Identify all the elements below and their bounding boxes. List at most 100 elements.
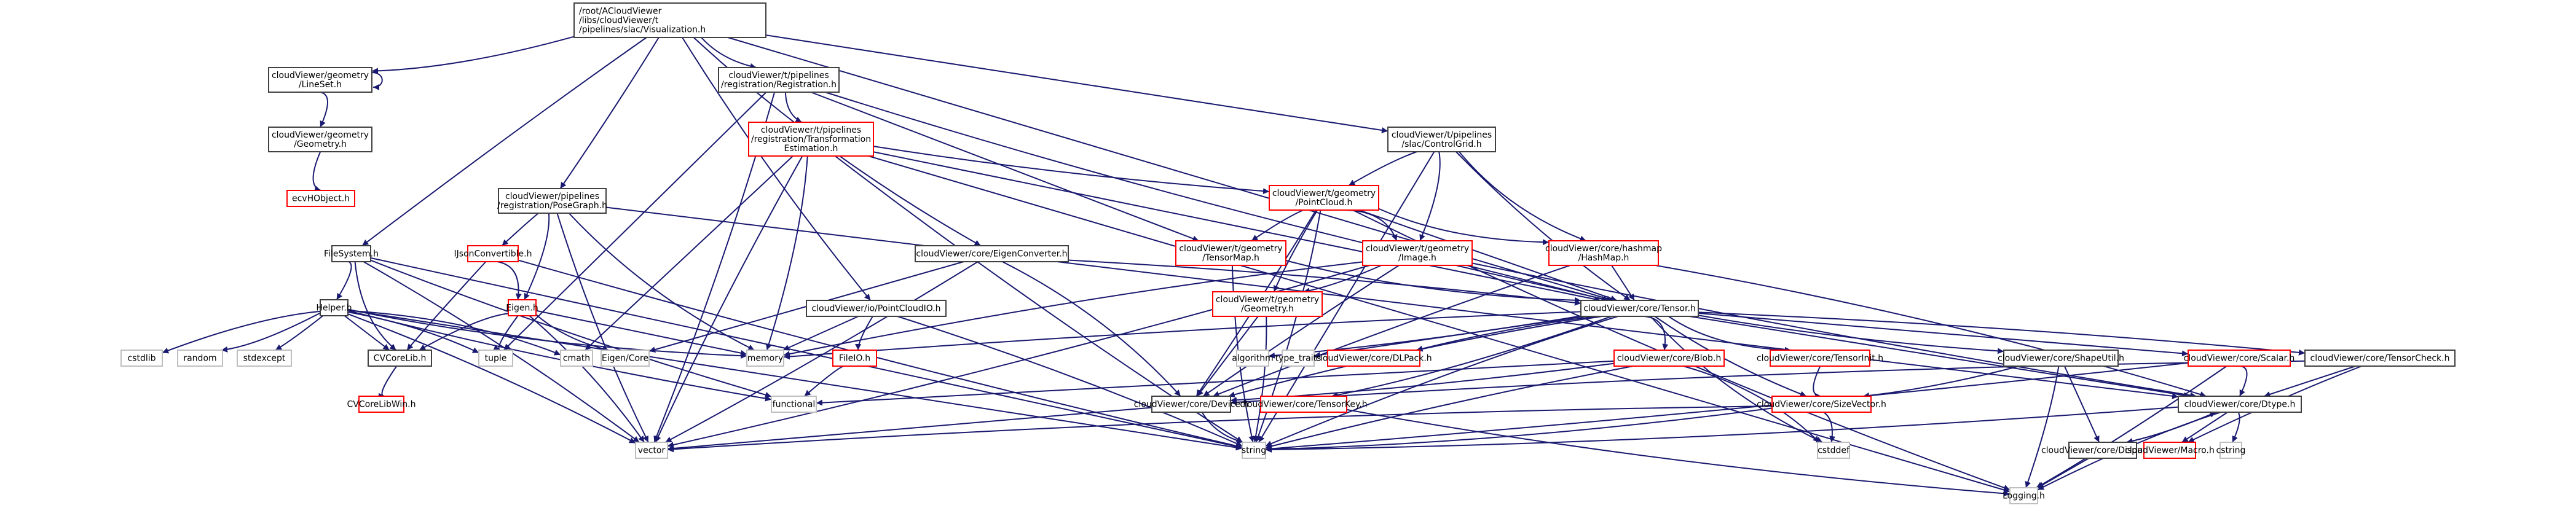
node-hashmap-box[interactable] (1548, 240, 1659, 266)
node-registration[interactable]: cloudViewer/t/pipelines/registration/Reg… (718, 67, 840, 93)
node-ecvhobject-box[interactable] (286, 190, 355, 207)
node-typetraits[interactable]: type_traits (1275, 350, 1321, 367)
node-cstddef[interactable]: cstddef (1817, 442, 1850, 459)
node-lineset[interactable]: cloudViewer/geometry/LineSet.h (268, 67, 372, 93)
node-cstdlib[interactable]: cstdlib (120, 350, 163, 367)
node-memory[interactable]: memory (746, 350, 784, 367)
node-dlpack[interactable]: cloudViewer/core/DLPack.h (1315, 350, 1432, 367)
node-memory-box[interactable] (746, 350, 784, 367)
node-posegraph[interactable]: cloudViewer/pipelines/registration/PoseG… (497, 188, 607, 214)
node-fileio-box[interactable] (832, 350, 877, 367)
node-helper[interactable]: Helper.h (316, 299, 352, 316)
node-eigen-box[interactable] (508, 299, 537, 316)
node-image[interactable]: cloudViewer/t/geometry/Image.h (1362, 240, 1473, 266)
node-eigen[interactable]: Eigen.h (506, 299, 538, 316)
node-shapeutil-box[interactable] (2003, 350, 2119, 367)
node-device-box[interactable] (1151, 396, 1231, 413)
node-cstring-box[interactable] (2220, 442, 2242, 459)
node-dlpack-box[interactable] (1327, 350, 1420, 367)
node-tensorcheck[interactable]: cloudViewer/core/TensorCheck.h (2304, 350, 2456, 367)
node-string[interactable]: string (1242, 442, 1266, 459)
node-sizevector[interactable]: cloudViewer/core/SizeVector.h (1757, 396, 1886, 413)
node-shapeutil[interactable]: cloudViewer/core/ShapeUtil.h (1998, 350, 2124, 367)
node-logging-box[interactable] (2009, 487, 2038, 504)
node-cvcorelib-box[interactable] (368, 350, 432, 367)
node-logging[interactable]: Logging.h (2003, 487, 2045, 504)
node-helper-box[interactable] (320, 299, 349, 316)
node-tuple-box[interactable] (478, 350, 513, 367)
node-transest-box[interactable] (748, 122, 874, 157)
node-geometry-box[interactable] (268, 127, 372, 152)
node-controlgrid-box[interactable] (1387, 127, 1496, 152)
node-tensor-box[interactable] (1580, 300, 1699, 317)
node-image-box[interactable] (1362, 240, 1473, 266)
node-vector[interactable]: vector (635, 442, 668, 459)
node-ecvhobject[interactable]: ecvHObject.h (286, 190, 355, 207)
node-posegraph-box[interactable] (498, 188, 607, 214)
node-tensorinit-box[interactable] (1770, 350, 1870, 367)
node-scalar-box[interactable] (2188, 350, 2291, 367)
node-typetraits-box[interactable] (1282, 350, 1315, 367)
node-blob-box[interactable] (1613, 350, 1725, 367)
node-stdexcept-box[interactable] (237, 350, 292, 367)
node-algorithm-box[interactable] (1236, 350, 1269, 367)
node-pointcloud-box[interactable] (1269, 185, 1379, 211)
node-pcio-box[interactable] (806, 300, 947, 317)
node-tensormap[interactable]: cloudViewer/t/geometry/TensorMap.h (1175, 240, 1286, 266)
node-tensorinit[interactable]: cloudViewer/core/TensorInit.h (1757, 350, 1883, 367)
node-tensor[interactable]: cloudViewer/core/Tensor.h (1580, 300, 1699, 317)
node-tensormap-box[interactable] (1175, 240, 1286, 266)
node-cmath-box[interactable] (560, 350, 593, 367)
node-cmath[interactable]: cmath (560, 350, 593, 367)
node-cstdlib-box[interactable] (120, 350, 163, 367)
node-cvcorelib[interactable]: CVCoreLib.h (368, 350, 432, 367)
node-pointcloud[interactable]: cloudViewer/t/geometry/PointCloud.h (1269, 185, 1379, 211)
node-macro[interactable]: cloudViewer/Macro.h (2125, 442, 2215, 459)
node-random-box[interactable] (177, 350, 223, 367)
node-stdexcept[interactable]: stdexcept (237, 350, 292, 367)
node-lineset-box[interactable] (268, 67, 372, 93)
node-fileio[interactable]: FileIO.h (832, 350, 877, 367)
node-tensorkey-box[interactable] (1260, 396, 1347, 413)
edge-helper-to-cmath (347, 310, 561, 356)
node-cvcorelibwin-box[interactable] (358, 396, 404, 413)
node-macro-box[interactable] (2143, 442, 2196, 459)
node-ijson[interactable]: IJsonConvertible.h (454, 245, 532, 262)
node-eigenconv[interactable]: cloudViewer/core/EigenConverter.h (915, 245, 1069, 262)
node-geometry[interactable]: cloudViewer/geometry/Geometry.h (268, 127, 372, 152)
node-tuple[interactable]: tuple (478, 350, 513, 367)
node-tgeometry[interactable]: cloudViewer/t/geometry/Geometry.h (1212, 291, 1323, 317)
node-sizevector-box[interactable] (1771, 396, 1872, 413)
node-vector-box[interactable] (635, 442, 668, 459)
node-scalar[interactable]: cloudViewer/core/Scalar.h (2184, 350, 2295, 367)
node-dtype-box[interactable] (2178, 396, 2302, 413)
node-cvcorelibwin[interactable]: CVCoreLibWin.h (347, 396, 416, 413)
node-string-box[interactable] (1242, 442, 1266, 459)
node-hashmap[interactable]: cloudViewer/core/hashmap/HashMap.h (1545, 240, 1662, 266)
node-registration-box[interactable] (718, 67, 840, 93)
node-functional-box[interactable] (771, 396, 817, 413)
node-eigenconv-box[interactable] (915, 245, 1069, 262)
node-filesystem-box[interactable] (331, 245, 371, 262)
node-dtype[interactable]: cloudViewer/core/Dtype.h (2178, 396, 2302, 413)
node-tensorcheck-box[interactable] (2304, 350, 2456, 367)
node-functional[interactable]: functional (771, 396, 817, 413)
node-algorithm[interactable]: algorithm (1232, 350, 1274, 367)
node-random[interactable]: random (177, 350, 223, 367)
node-device[interactable]: cloudViewer/core/Device.h (1134, 396, 1248, 413)
node-pcio[interactable]: cloudViewer/io/PointCloudIO.h (806, 300, 947, 317)
node-tensorkey[interactable]: cloudViewer/core/TensorKey.h (1240, 396, 1368, 413)
node-dispatch-box[interactable] (2068, 442, 2137, 459)
node-tgeometry-box[interactable] (1212, 291, 1323, 317)
node-controlgrid-label: cloudViewer/t/pipelines (1392, 130, 1492, 140)
node-controlgrid[interactable]: cloudViewer/t/pipelines/slac/ControlGrid… (1387, 127, 1496, 152)
node-eigencore-box[interactable] (601, 350, 650, 367)
node-cstring[interactable]: cstring (2216, 442, 2246, 459)
node-cstddef-box[interactable] (1817, 442, 1850, 459)
node-transest[interactable]: cloudViewer/t/pipelines/registration/Tra… (748, 122, 874, 157)
node-blob[interactable]: cloudViewer/core/Blob.h (1613, 350, 1725, 367)
node-dispatch[interactable]: cloudViewer/core/Dispatch.h (2041, 442, 2164, 459)
node-eigencore[interactable]: Eigen/Core (601, 350, 650, 367)
node-filesystem[interactable]: FileSystem.h (324, 245, 379, 262)
node-ijson-box[interactable] (467, 245, 519, 262)
